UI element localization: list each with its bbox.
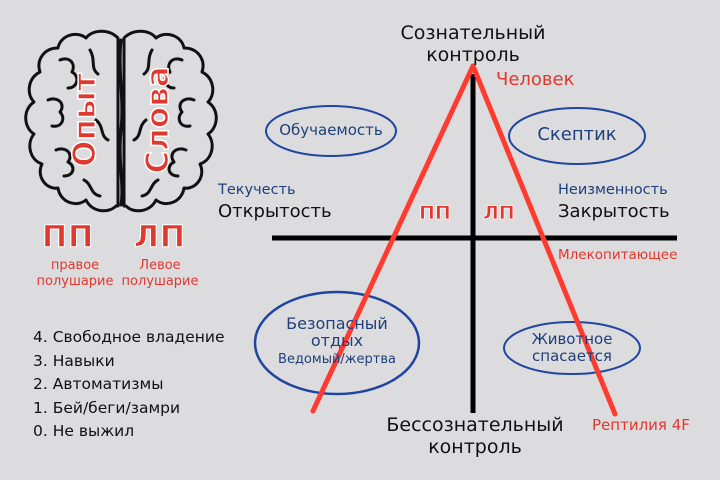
ellipse-bottom-left [253,290,421,396]
center-right-hemisphere-marker: ПП [419,202,452,225]
ellipse-top-left [265,105,397,157]
ellipse-top-right [508,107,646,165]
mammal-label: Млекопитающее [558,247,678,263]
level-item: 0. Не выжил [33,422,135,440]
skeptic-label: Скептик [537,124,617,145]
reptile-label: Рептилия 4F [592,416,690,434]
center-left-hemisphere-marker: ЛП [483,202,515,225]
animal-survives-label: Животное спасается [531,330,613,365]
closedness-label: Закрытость [558,201,670,222]
left-hemisphere-caption: Левое полушарие [121,258,199,289]
right-hemisphere-abbr: ПП [41,220,95,256]
level-item: 3. Навыки [33,351,115,370]
ellipse-bottom-right [503,321,641,375]
constancy-label: Неизменность [558,182,668,198]
conscious-control-label: Сознательный контроль [400,22,546,66]
triangle-left-edge [310,63,476,414]
openness-label: Открытость [218,201,332,222]
levels-list: 4. Свободное владение 3. Навыки 2. Автом… [33,326,225,444]
trainability-label: Обучаемость [279,121,383,139]
left-hemisphere-word: Опыт [66,72,104,167]
level-item: 2. Автоматизмы [33,375,164,393]
triangle-right-edge [470,63,618,417]
brain-icon [24,29,218,213]
human-label: Человек [496,69,575,90]
safe-rest-label: Безопасный отдых Ведомый/жертва [278,314,396,368]
right-hemisphere-word: Слова [139,66,177,175]
level-item: 1. Бей/беги/замри [33,398,181,417]
level-item: 4. Свободное владение [33,328,225,346]
fluidity-label: Текучесть [218,182,296,198]
left-hemisphere-abbr: ЛП [133,220,187,256]
right-hemisphere-caption: правое полушарие [36,258,114,289]
unconscious-control-label: Бессознательный контроль [386,414,564,458]
